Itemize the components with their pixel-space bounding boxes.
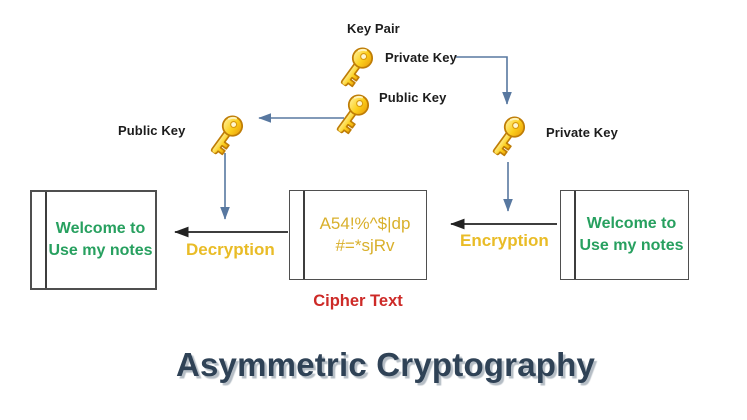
key-pair-label: Key Pair <box>347 21 400 36</box>
plaintext-box-left: Welcome to Use my notes <box>30 190 157 290</box>
private-key-icon-top <box>334 45 378 89</box>
public-key-label-left: Public Key <box>118 123 186 138</box>
cipher-text-caption: Cipher Text <box>313 292 403 310</box>
decryption-label: Decryption <box>186 240 275 259</box>
public-key-icon-center <box>330 92 374 136</box>
cipher-line2: #=*sjRv <box>335 236 395 255</box>
private-key-elbow-line <box>456 56 512 105</box>
plaintext-right-line2: Use my notes <box>579 237 684 254</box>
private-key-label-top: Private Key <box>385 50 457 65</box>
plaintext-left-line2: Use my notes <box>48 242 153 259</box>
public-key-label-center: Public Key <box>379 90 447 105</box>
plaintext-right-line1: Welcome to <box>586 215 677 233</box>
cipher-box: A54!%^$|dp #=*sjRv <box>289 190 427 280</box>
diagram-title: Asymmetric Cryptography <box>175 346 596 383</box>
plaintext-box-right: Welcome to Use my notes <box>560 190 689 280</box>
public-key-icon-left <box>204 113 248 157</box>
private-key-label-right: Private Key <box>546 125 618 140</box>
private-key-icon-right <box>486 114 530 158</box>
encryption-label: Encryption <box>460 231 549 250</box>
plaintext-left-line1: Welcome to <box>55 220 146 238</box>
cipher-line1: A54!%^$|dp <box>319 213 411 233</box>
